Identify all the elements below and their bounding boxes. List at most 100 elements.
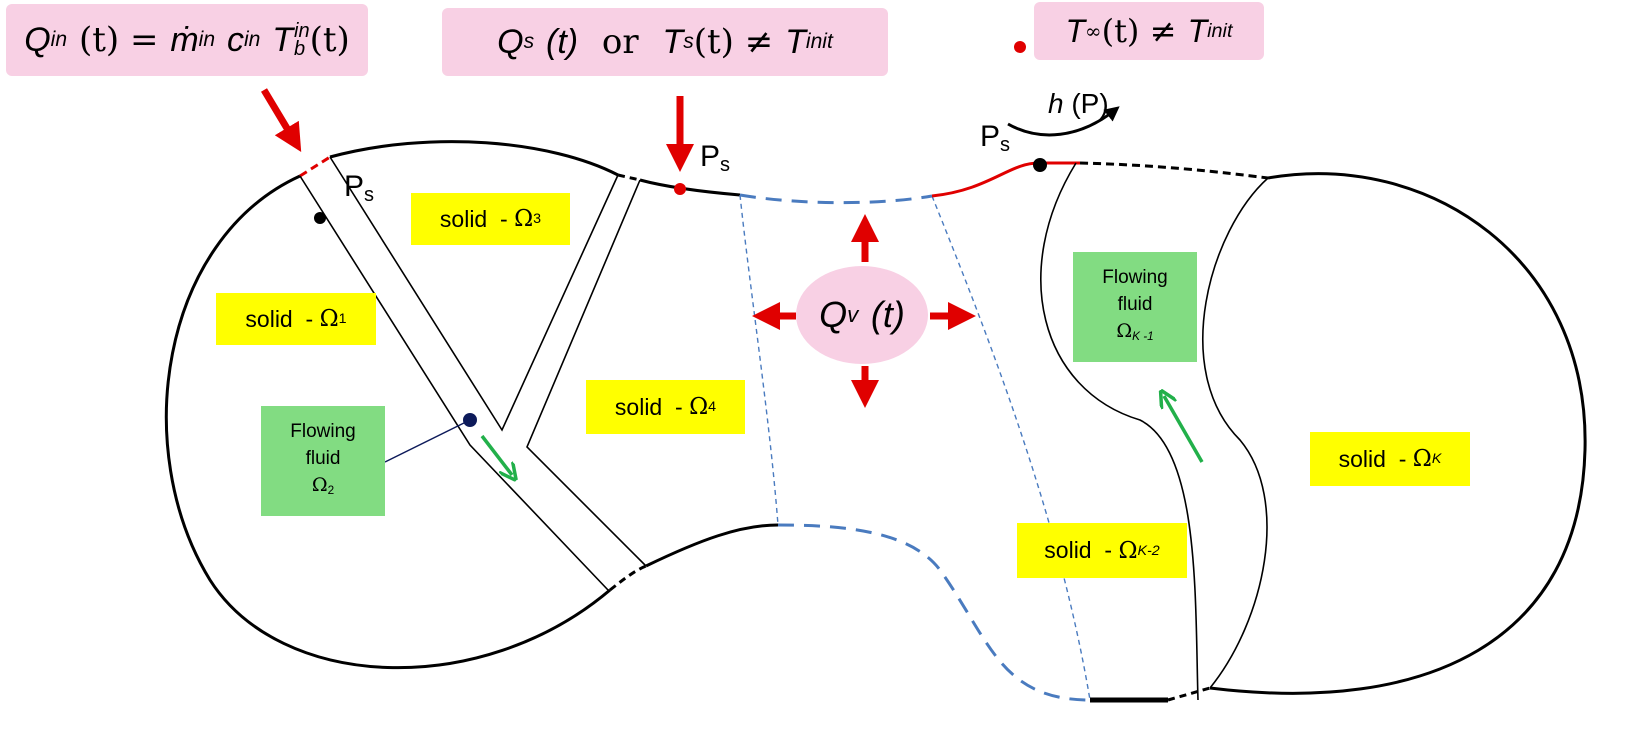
- gap-dash-1: [617, 173, 641, 182]
- flow-arrow-down: [480, 434, 512, 475]
- ps3-p: P: [980, 120, 1001, 153]
- region-omega-2: Flowing fluid Ω2: [261, 406, 385, 516]
- gap-dash-2: [609, 564, 647, 592]
- omegak-text: solid -: [1338, 445, 1413, 472]
- top-mid-boundary: [639, 178, 741, 197]
- surface-t-sub: s: [683, 30, 694, 53]
- omegak2-text: solid -: [1044, 537, 1119, 563]
- convection-arg: (P): [1071, 88, 1109, 119]
- left-top-boundary: [329, 140, 619, 177]
- surface-t-arg: (t) ≠: [693, 22, 774, 62]
- right-channel-left-wall: [1040, 162, 1199, 701]
- omegak-sym: Ω: [1412, 446, 1432, 472]
- ps1-sub: s: [364, 184, 375, 206]
- surface-q-sub: s: [523, 30, 535, 53]
- inlet-mdot-sub: in: [198, 28, 216, 51]
- omegak1-line2: fluid: [1117, 294, 1153, 316]
- interface-left: [739, 194, 779, 526]
- interface-right: [931, 195, 1091, 701]
- ambient-t: T: [1065, 12, 1086, 49]
- ambient-marker: [1014, 41, 1026, 53]
- surface-q: Q: [497, 22, 524, 61]
- ps2-sub: s: [720, 154, 731, 176]
- omega1-sym: Ω: [319, 306, 339, 332]
- right-lobe-boundary: [1209, 172, 1587, 695]
- surface-or: or: [601, 22, 639, 62]
- convection-point: [1033, 158, 1047, 172]
- surface-tinit: T: [785, 22, 806, 61]
- omegak1-line1: Flowing: [1102, 267, 1168, 289]
- inlet-arrow: [260, 88, 302, 153]
- channel-left-wall: [299, 175, 609, 591]
- omega2-line2: fluid: [305, 448, 341, 470]
- omega2-line1: Flowing: [290, 421, 356, 443]
- inlet-mdot: ṁ: [170, 20, 199, 59]
- ps2-p: P: [700, 140, 721, 173]
- omega4-sym: Ω: [689, 394, 709, 420]
- bottom-left-boundary: [645, 523, 779, 568]
- ambient-t-arg: (t) ≠: [1101, 12, 1177, 50]
- omega2-sym: Ω: [311, 474, 328, 497]
- surface-t: T: [662, 22, 684, 61]
- gap-dash-3: [1079, 161, 1269, 180]
- omega3-text: solid -: [439, 205, 515, 232]
- probe-point-1: [314, 212, 326, 224]
- convection-h: h: [1048, 88, 1064, 119]
- inlet-c-sub: in: [243, 28, 261, 51]
- inlet-boundary: [299, 155, 331, 178]
- inlet-arg: (t) =: [78, 20, 159, 60]
- interface-bottom: [777, 523, 1091, 702]
- gap-dash-4: [1167, 686, 1211, 702]
- region-omega-k1: Flowing fluid ΩK -1: [1073, 252, 1197, 362]
- convection-label: h (P): [1048, 88, 1109, 120]
- left-lobe-boundary: [164, 174, 611, 670]
- inlet-q-sub: in: [50, 28, 68, 51]
- surface-point: [674, 183, 686, 195]
- inlet-t-sub: b: [294, 38, 306, 60]
- point-label-ps-1: Ps: [344, 170, 374, 207]
- omega3-sym: Ω: [514, 206, 534, 232]
- omega3-sub: 3: [533, 211, 542, 227]
- omega1-sub: 1: [338, 311, 347, 327]
- inlet-c: c: [226, 20, 244, 59]
- ambient-t-sub: ∞: [1085, 19, 1102, 43]
- inlet-t-sup: in: [294, 20, 310, 42]
- point-label-ps-3: Ps: [980, 120, 1010, 157]
- convective-boundary: [931, 161, 1080, 198]
- flow-arrow-up: [1164, 396, 1204, 463]
- omega1-text: solid -: [245, 305, 320, 332]
- omega4-sub: 4: [708, 399, 717, 415]
- source-q: Q: [819, 294, 848, 335]
- omegak2-sym: Ω: [1118, 537, 1138, 564]
- channel-right-wall: [329, 156, 619, 432]
- fluid-callout-line: [384, 419, 471, 463]
- omegak1-sym: Ω: [1116, 320, 1133, 343]
- point-label-ps-2: Ps: [700, 140, 730, 177]
- omegak2-sub: K-2: [1137, 542, 1160, 559]
- omega2-sub: 2: [327, 483, 335, 497]
- source-q-sub: v: [847, 302, 859, 327]
- ambient-tinit-sub: init: [1207, 19, 1233, 42]
- right-channel-right-wall: [1202, 177, 1269, 689]
- surface-q-arg: (t): [546, 22, 579, 61]
- omegak1-sub: K -1: [1132, 329, 1154, 343]
- interface-top: [739, 193, 933, 205]
- ps3-sub: s: [1000, 134, 1011, 156]
- inlet-t: T: [272, 20, 294, 59]
- omega4-text: solid -: [614, 393, 690, 420]
- convection-arrow: [1007, 106, 1120, 137]
- source-arg: (t): [870, 294, 905, 335]
- surface-tinit-sub: init: [805, 30, 833, 53]
- inlet-q: Q: [24, 20, 51, 59]
- ambient-tinit: T: [1187, 12, 1208, 49]
- inlet-tail: (t): [309, 20, 350, 60]
